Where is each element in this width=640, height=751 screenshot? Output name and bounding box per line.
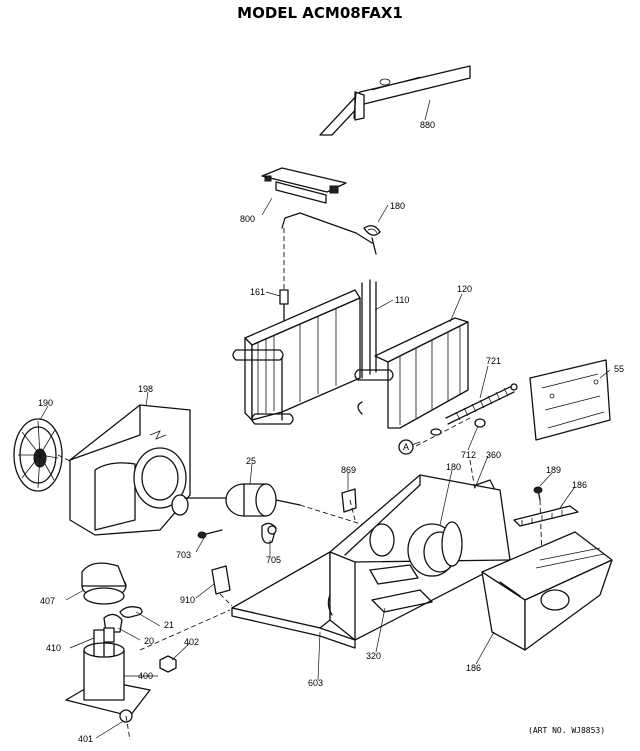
motor-mount-clip-part xyxy=(261,522,277,544)
front-grille-part xyxy=(481,531,613,651)
mounting-screw-part xyxy=(197,529,223,539)
evaporator-coil-part xyxy=(232,279,377,425)
callout-190: 190 xyxy=(38,398,53,408)
callout-869: 869 xyxy=(341,465,356,475)
callout-703: 703 xyxy=(176,550,191,560)
top-cover-bracket-part xyxy=(319,65,471,136)
callout-402: 402 xyxy=(184,637,199,647)
callout-705: 705 xyxy=(266,555,281,565)
callout-180-mid: 180 xyxy=(446,462,461,472)
callout-180-top: 180 xyxy=(390,201,405,211)
callout-407: 407 xyxy=(40,596,55,606)
callout-401: 401 xyxy=(78,734,93,744)
capacitor-bracket-part xyxy=(65,641,151,723)
callout-910: 910 xyxy=(180,595,195,605)
callout-360: 360 xyxy=(486,450,501,460)
retainer-clip-part xyxy=(341,488,357,513)
control-panel-part xyxy=(529,359,611,441)
locator-a-connection xyxy=(415,417,486,447)
spring-clip-part xyxy=(119,606,143,618)
callout-25: 25 xyxy=(246,456,256,466)
control-bracket-part xyxy=(261,167,347,204)
terminal-block-part xyxy=(93,627,115,645)
callout-400: 400 xyxy=(138,671,153,681)
fan-motor-part xyxy=(184,483,381,531)
callout-603: 603 xyxy=(308,678,323,688)
art-number: (ART NO. WJ8853) xyxy=(528,726,605,735)
callout-161: 161 xyxy=(250,287,265,297)
callout-189: 189 xyxy=(546,465,561,475)
blower-housing-scroll-part xyxy=(69,404,191,536)
callout-712: 712 xyxy=(461,450,476,460)
callout-880: 880 xyxy=(420,120,435,130)
callout-21: 21 xyxy=(164,620,174,630)
overload-relay-cover-part xyxy=(81,562,127,605)
leader-lines xyxy=(39,99,611,739)
wire-bracket-part xyxy=(211,565,231,595)
callout-186-right: 186 xyxy=(572,480,587,490)
callout-721: 721 xyxy=(486,356,501,366)
callout-labels: 880 800 180 161 110 120 721 55 190 198 A… xyxy=(38,120,624,744)
tube-fitting-part xyxy=(279,289,289,321)
grille-strip-part xyxy=(513,505,579,527)
callout-800: 800 xyxy=(240,214,255,224)
callout-55: 55 xyxy=(614,364,624,374)
callout-20: 20 xyxy=(144,636,154,646)
callout-120: 120 xyxy=(457,284,472,294)
condenser-coil-part xyxy=(354,317,469,429)
locator-circle xyxy=(398,439,414,455)
assembly-guide-lines xyxy=(57,454,476,741)
thermostat-capillary-part xyxy=(281,212,381,300)
drain-tube-spring-part xyxy=(445,383,518,425)
callout-186-bottom: 186 xyxy=(466,663,481,673)
compressor-motor-part xyxy=(441,521,463,567)
callout-410: 410 xyxy=(46,643,61,653)
callout-320: 320 xyxy=(366,651,381,661)
locator-a-label: A xyxy=(403,442,409,452)
fan-blade-wheel-part xyxy=(13,418,63,492)
callout-110: 110 xyxy=(395,295,409,305)
diagram-title: MODEL ACM08FAX1 xyxy=(237,4,403,22)
callout-198: 198 xyxy=(138,384,153,394)
